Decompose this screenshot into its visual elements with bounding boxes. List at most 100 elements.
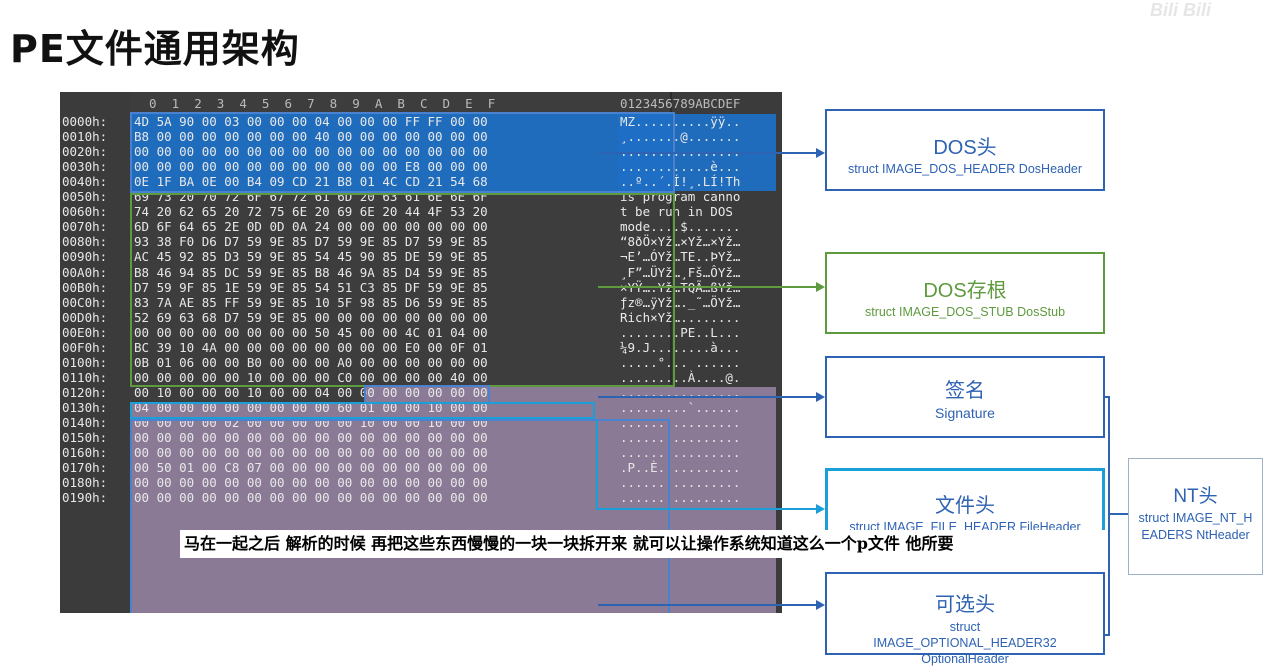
signature-label-en: Signature — [935, 405, 995, 421]
hex-row: 0190h: 00 00 00 00 00 00 00 00 00 00 00 0… — [60, 490, 782, 505]
hex-row-bytes: 00 00 00 00 00 00 00 00 00 00 00 00 00 0… — [134, 490, 488, 506]
hex-row-bytes: 00 00 00 00 00 10 00 00 00 C0 00 00 00 0… — [134, 369, 488, 385]
nt-header-label-cn: NT头 — [1173, 486, 1218, 507]
hex-row-address: 0000h: — [62, 114, 108, 129]
hex-row-address: 0090h: — [62, 249, 108, 265]
dos-stub-outline — [130, 193, 675, 387]
hex-row-ascii: ................ — [620, 490, 741, 506]
hex-row-bytes: AC 45 92 85 D3 59 9E 85 54 45 90 85 DE 5… — [134, 249, 488, 265]
hex-row: 0180h: 00 00 00 00 00 00 00 00 00 00 00 0… — [60, 475, 782, 490]
hex-row: 0090h: AC 45 92 85 D3 59 9E 85 54 45 90 8… — [60, 249, 782, 264]
hex-row-address: 0170h: — [62, 460, 108, 476]
hex-row-address: 00F0h: — [62, 339, 108, 355]
signature-connector — [598, 396, 816, 398]
hex-row-address: 00B0h: — [62, 279, 108, 295]
ascii-column-header: 0123456789ABCDEF — [620, 96, 741, 111]
optional-header-connector — [598, 604, 816, 606]
hex-row-ascii: mode....$....... — [620, 219, 741, 235]
hex-row: 0040h:0E 1F BA 0E 00 B4 09 CD 21 B8 01 4… — [60, 174, 782, 189]
hex-row-address: 0100h: — [62, 354, 108, 370]
hex-row: 0030h: 00 00 00 00 00 00 00 00 00 00 00 0… — [60, 159, 782, 174]
file-header-outline — [130, 402, 595, 419]
hex-row-bytes: 00 00 00 00 00 00 00 00 00 00 00 00 00 0… — [134, 445, 488, 461]
hex-row: 00C0h: 83 7A AE 85 FF 59 9E 85 10 5F 98 8… — [60, 295, 782, 310]
dos-header-arrowhead — [816, 148, 825, 158]
hex-row-bytes: B8 46 94 85 DC 59 9E 85 B8 46 9A 85 D4 5… — [134, 264, 488, 280]
hex-row-bytes: BC 39 10 4A 00 00 00 00 00 00 00 00 E0 0… — [134, 339, 488, 355]
hex-row-ascii: .........`...... — [620, 399, 741, 415]
optional-header-label-cn: 可选头 — [935, 594, 995, 616]
hex-row-address: 00D0h: — [62, 309, 108, 325]
hex-row-ascii: ..º..´.Í!¸.LÍ!Th — [620, 174, 741, 190]
dos-stub-arrowhead — [816, 282, 825, 292]
hex-row: 0160h: 00 00 00 00 00 00 00 00 00 00 00 0… — [60, 445, 782, 460]
hex-row-bytes: 6D 6F 64 65 2E 0D 0D 0A 24 00 00 00 00 0… — [134, 219, 488, 235]
hex-row-ascii: ................ — [620, 415, 741, 430]
hex-editor-panel: 0 1 2 3 4 5 6 7 8 9 A B C D E F 01234567… — [60, 92, 782, 613]
hex-row-address: 0020h: — [62, 144, 108, 160]
hex-row-ascii: “8ðÖ×Yž…×Yž…×Yž… — [620, 234, 741, 250]
hex-row-bytes: 00 00 00 00 00 00 00 00 00 00 00 00 E8 0… — [134, 159, 488, 175]
hex-row-ascii: ¼9.J........à... — [620, 339, 741, 355]
hex-row-ascii: ¬E’…ÓYž…TE..ÞYž… — [620, 249, 741, 265]
nt-header-label: NT头 struct IMAGE_NT_HEADERS NtHeader — [1128, 458, 1263, 575]
hex-row-bytes: D7 59 9F 85 1E 59 9E 85 54 51 C3 85 DF 5… — [134, 279, 488, 295]
hex-row: 00A0h: B8 46 94 85 DC 59 9E 85 B8 46 9A 8… — [60, 265, 782, 280]
hex-row-ascii: ................ — [620, 144, 740, 159]
signature-arrowhead — [816, 392, 825, 402]
hex-row: 00B0h: D7 59 9F 85 1E 59 9E 85 54 51 C3 8… — [60, 280, 782, 295]
dos-header-outline — [130, 112, 675, 193]
dos-stub-label: DOS存根 struct IMAGE_DOS_STUB DosStub — [825, 252, 1105, 334]
optional-header-arrowhead — [816, 600, 825, 610]
dos-stub-connector — [598, 286, 816, 288]
hex-row-bytes: 00 00 00 00 00 00 00 00 00 00 00 00 00 0… — [134, 430, 488, 446]
hex-row-bytes: 93 38 F0 D6 D7 59 9E 85 D7 59 9E 85 D7 5… — [134, 234, 488, 250]
hex-row-address: 00C0h: — [62, 294, 108, 310]
hex-row-bytes: 0E 1F BA 0E 00 B4 09 CD 21 B8 01 4C CD 2… — [134, 174, 488, 190]
hex-row-ascii: .........À....@. — [620, 369, 741, 385]
hex-row-address: 0120h: — [62, 384, 108, 400]
nt-bracket-bottom — [1104, 634, 1110, 636]
hex-row-address: 0110h: — [62, 369, 108, 385]
hex-row-address: 0060h: — [62, 204, 108, 220]
hex-row-ascii: .....°... ...... — [620, 354, 741, 370]
hex-row-ascii: ................ — [620, 475, 741, 491]
hex-row: 0150h: 00 00 00 00 00 00 00 00 00 00 00 0… — [60, 430, 782, 445]
hex-row-bytes: B8 00 00 00 00 00 00 00 40 00 00 00 00 0… — [134, 129, 488, 145]
watermark-logo: Bili Bili — [1150, 0, 1212, 20]
hex-row-bytes: 4D 5A 90 00 03 00 00 00 04 00 00 00 FF F… — [134, 114, 488, 129]
hex-row-address: 0010h: — [62, 129, 108, 145]
hex-row: 0010h: B8 00 00 00 00 00 00 00 40 00 00 0… — [60, 129, 782, 144]
hex-row-bytes: 0B 01 06 00 00 B0 00 00 00 A0 00 00 00 0… — [134, 354, 488, 370]
hex-row-ascii: ƒz®…ÿYž…._˜…ÖYž… — [620, 294, 741, 310]
hex-row-ascii: ............è... — [620, 159, 741, 175]
hex-row-bytes: 00 00 00 00 00 00 00 00 00 00 00 00 00 0… — [134, 144, 488, 160]
hex-row-address: 0030h: — [62, 159, 108, 175]
hex-row-bytes: 00 10 00 00 00 10 00 00 04 00 00 00 00 0… — [134, 384, 488, 400]
hex-row-ascii: Rich×Yž…........ — [620, 309, 741, 325]
hex-row-ascii: .P..È........... — [620, 460, 741, 476]
hex-row-bytes: 00 00 00 00 00 00 00 00 00 00 00 00 00 0… — [134, 475, 488, 491]
hex-row-ascii: ........PE..L... — [620, 324, 741, 340]
hex-row: 0170h:00 50 01 00 C8 07 00 00 00 00 00 0… — [60, 460, 782, 475]
file-header-label-cn: 文件头 — [935, 495, 995, 517]
file-header-connector-h — [596, 508, 816, 510]
hex-row: 0100h: 0B 01 06 00 00 B0 00 00 00 A0 00 0… — [60, 355, 782, 370]
hex-row-address: 0080h: — [62, 234, 108, 250]
hex-row-bytes: 83 7A AE 85 FF 59 9E 85 10 5F 98 85 D6 5… — [134, 294, 488, 310]
hex-row-ascii: ................ — [620, 430, 741, 446]
hex-row-bytes: 74 20 62 65 20 72 75 6E 20 69 6E 20 44 4… — [134, 204, 488, 220]
nt-bracket-top — [1104, 396, 1110, 398]
hex-row-address: 0190h: — [62, 490, 108, 506]
nt-header-highlight-start — [366, 387, 672, 402]
nt-bracket-connector — [1110, 513, 1128, 515]
hex-row-address: 0140h: — [62, 415, 108, 430]
hex-row-address: 0160h: — [62, 445, 108, 461]
page-title: PE文件通用架构 — [10, 27, 300, 71]
dos-stub-label-cn: DOS存根 — [923, 280, 1007, 302]
hex-row-address: 0150h: — [62, 430, 108, 446]
hex-row-bytes: 52 69 63 68 D7 59 9E 85 00 00 00 00 00 0… — [134, 309, 488, 325]
hex-row-address: 0180h: — [62, 475, 108, 491]
hex-row-address: 00A0h: — [62, 264, 108, 280]
hex-row-address: 0050h: — [62, 189, 108, 205]
